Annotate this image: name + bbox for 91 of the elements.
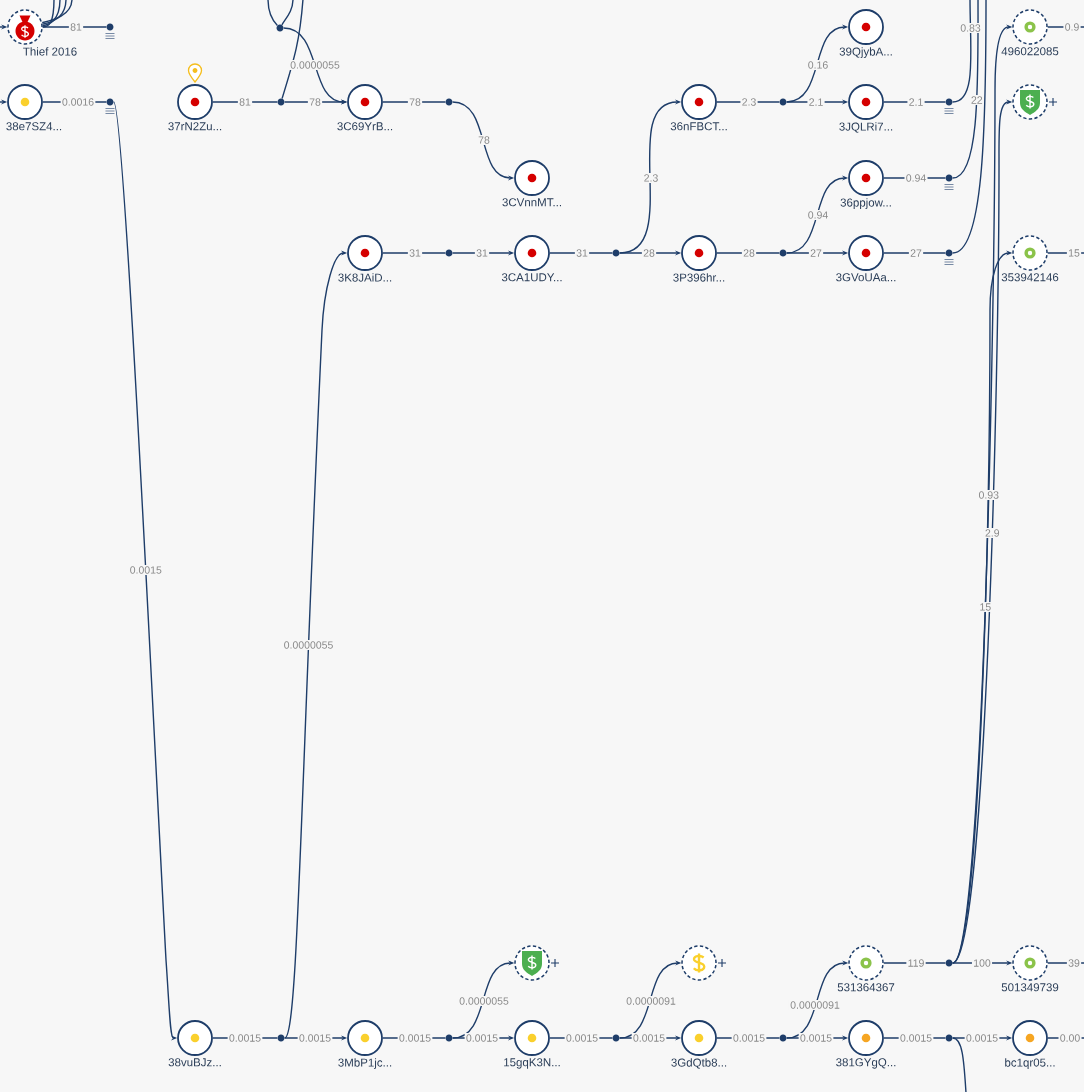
edge-label: 78 bbox=[307, 97, 323, 107]
node-label: 3GVoUAa... bbox=[836, 273, 896, 282]
node-label: bc1qr05... bbox=[1005, 1058, 1055, 1069]
edge-label: 2.9 bbox=[983, 528, 1001, 539]
edge-label: 0.0015 bbox=[898, 1033, 934, 1044]
edge-label: 100 bbox=[971, 958, 993, 969]
connector bbox=[716, 101, 780, 103]
edge-label: 0.93 bbox=[977, 490, 1001, 500]
connector bbox=[952, 0, 987, 254]
edge-label: 81 bbox=[237, 97, 253, 107]
node-label: 3C69YrB... bbox=[337, 122, 393, 131]
node-label: 39QjybA... bbox=[839, 47, 892, 58]
node-label: 353942146 bbox=[1001, 273, 1059, 282]
edge-label: 28 bbox=[641, 248, 657, 258]
node-label: Thief 2016 bbox=[23, 47, 77, 56]
connector bbox=[883, 252, 946, 254]
connector bbox=[382, 252, 446, 254]
edge-label: 15 bbox=[978, 602, 993, 612]
connector bbox=[1047, 252, 1084, 254]
connector bbox=[267, 0, 279, 27]
node-label: 3GdQtb8... bbox=[671, 1058, 727, 1069]
connector bbox=[41, 0, 67, 25]
edge-label: 0.0015 bbox=[297, 1033, 333, 1044]
node-label: 15gqK3N... bbox=[504, 1058, 560, 1069]
edge-label: 0.0015 bbox=[128, 565, 164, 575]
connector bbox=[41, 0, 73, 24]
edge-label: 2.3 bbox=[740, 97, 758, 107]
edge-label: 0.0015 bbox=[631, 1033, 667, 1044]
edge-label: 2.1 bbox=[807, 97, 825, 107]
connector bbox=[281, 0, 304, 100]
edge-label: 119 bbox=[906, 958, 926, 969]
node-label: 36ppjow... bbox=[840, 198, 891, 209]
edge-label: 0.0000091 bbox=[788, 1000, 842, 1011]
edge-label: 39 bbox=[1066, 958, 1082, 969]
edge-label: 0.00 bbox=[1058, 1033, 1082, 1044]
connector bbox=[716, 252, 780, 254]
edge-label: 0.0015 bbox=[798, 1033, 834, 1044]
edge-label: 22 bbox=[969, 95, 984, 105]
connector bbox=[549, 252, 613, 254]
node-label: 36nFBCT... bbox=[670, 122, 727, 131]
edge-label: 15 bbox=[1066, 248, 1082, 258]
node-label: 381GYgQ... bbox=[836, 1058, 896, 1069]
connector bbox=[952, 1037, 967, 1092]
node-label: 3P396hr... bbox=[673, 273, 725, 282]
node-label: 501349739 bbox=[1001, 983, 1059, 992]
connector bbox=[883, 101, 946, 103]
edge-label: 31 bbox=[574, 248, 590, 258]
connector bbox=[952, 0, 979, 179]
edge-label: 28 bbox=[741, 248, 757, 258]
node-label: 496022085 bbox=[1001, 47, 1059, 56]
connector bbox=[42, 0, 61, 27]
node-label: 37rN2Zu... bbox=[168, 122, 222, 131]
edge-label: 27 bbox=[908, 248, 924, 258]
edge-label: 0.0015 bbox=[731, 1033, 767, 1044]
connector bbox=[883, 962, 946, 964]
edge-label: 2.3 bbox=[642, 173, 660, 183]
edge-label: 0.0000055 bbox=[457, 996, 511, 1007]
edge-label: 31 bbox=[474, 248, 490, 258]
node-label: 531364367 bbox=[837, 983, 895, 992]
connector bbox=[281, 0, 294, 26]
edge-label: 0.0015 bbox=[464, 1033, 500, 1044]
node-label: 3JQLRi7... bbox=[839, 122, 893, 133]
edge-label: 0.0000055 bbox=[282, 640, 335, 651]
edge-label: 78 bbox=[476, 135, 492, 145]
edge-label: 0.0015 bbox=[964, 1033, 1000, 1044]
edge-label: 27 bbox=[808, 248, 824, 258]
edge-label: 81 bbox=[68, 22, 84, 32]
connector bbox=[952, 0, 972, 103]
node-label: 3MbP1jc... bbox=[338, 1058, 392, 1069]
edge-label: 0.16 bbox=[806, 60, 830, 70]
edge-label: 0.94 bbox=[806, 210, 830, 220]
edge-label: 78 bbox=[407, 97, 423, 107]
connector bbox=[382, 101, 446, 103]
edge-label: 0.0000091 bbox=[624, 996, 678, 1007]
edge-label: 0.0015 bbox=[397, 1033, 433, 1044]
connector bbox=[42, 26, 107, 28]
edge-label: 0.0015 bbox=[564, 1033, 600, 1044]
node-label: 3CVnnMT... bbox=[502, 198, 561, 207]
edge-label: 0.83 bbox=[959, 23, 983, 33]
node-label: 38e7SZ4... bbox=[6, 122, 62, 131]
edge-label: 0.94 bbox=[904, 173, 928, 183]
edge-label: 0.0016 bbox=[60, 97, 96, 107]
connector bbox=[212, 101, 278, 103]
edge-label: 0.0015 bbox=[227, 1033, 263, 1044]
edge-label: 2.1 bbox=[907, 97, 925, 107]
edge-label: 31 bbox=[407, 248, 423, 258]
node-label: 3CA1UDY... bbox=[501, 273, 562, 282]
node-label: 38vuBJz... bbox=[168, 1058, 221, 1067]
edge-label: 0.9 bbox=[1063, 22, 1081, 32]
edge-label: 0.0000055 bbox=[288, 60, 342, 70]
node-label: 3K8JAiD... bbox=[338, 273, 392, 282]
